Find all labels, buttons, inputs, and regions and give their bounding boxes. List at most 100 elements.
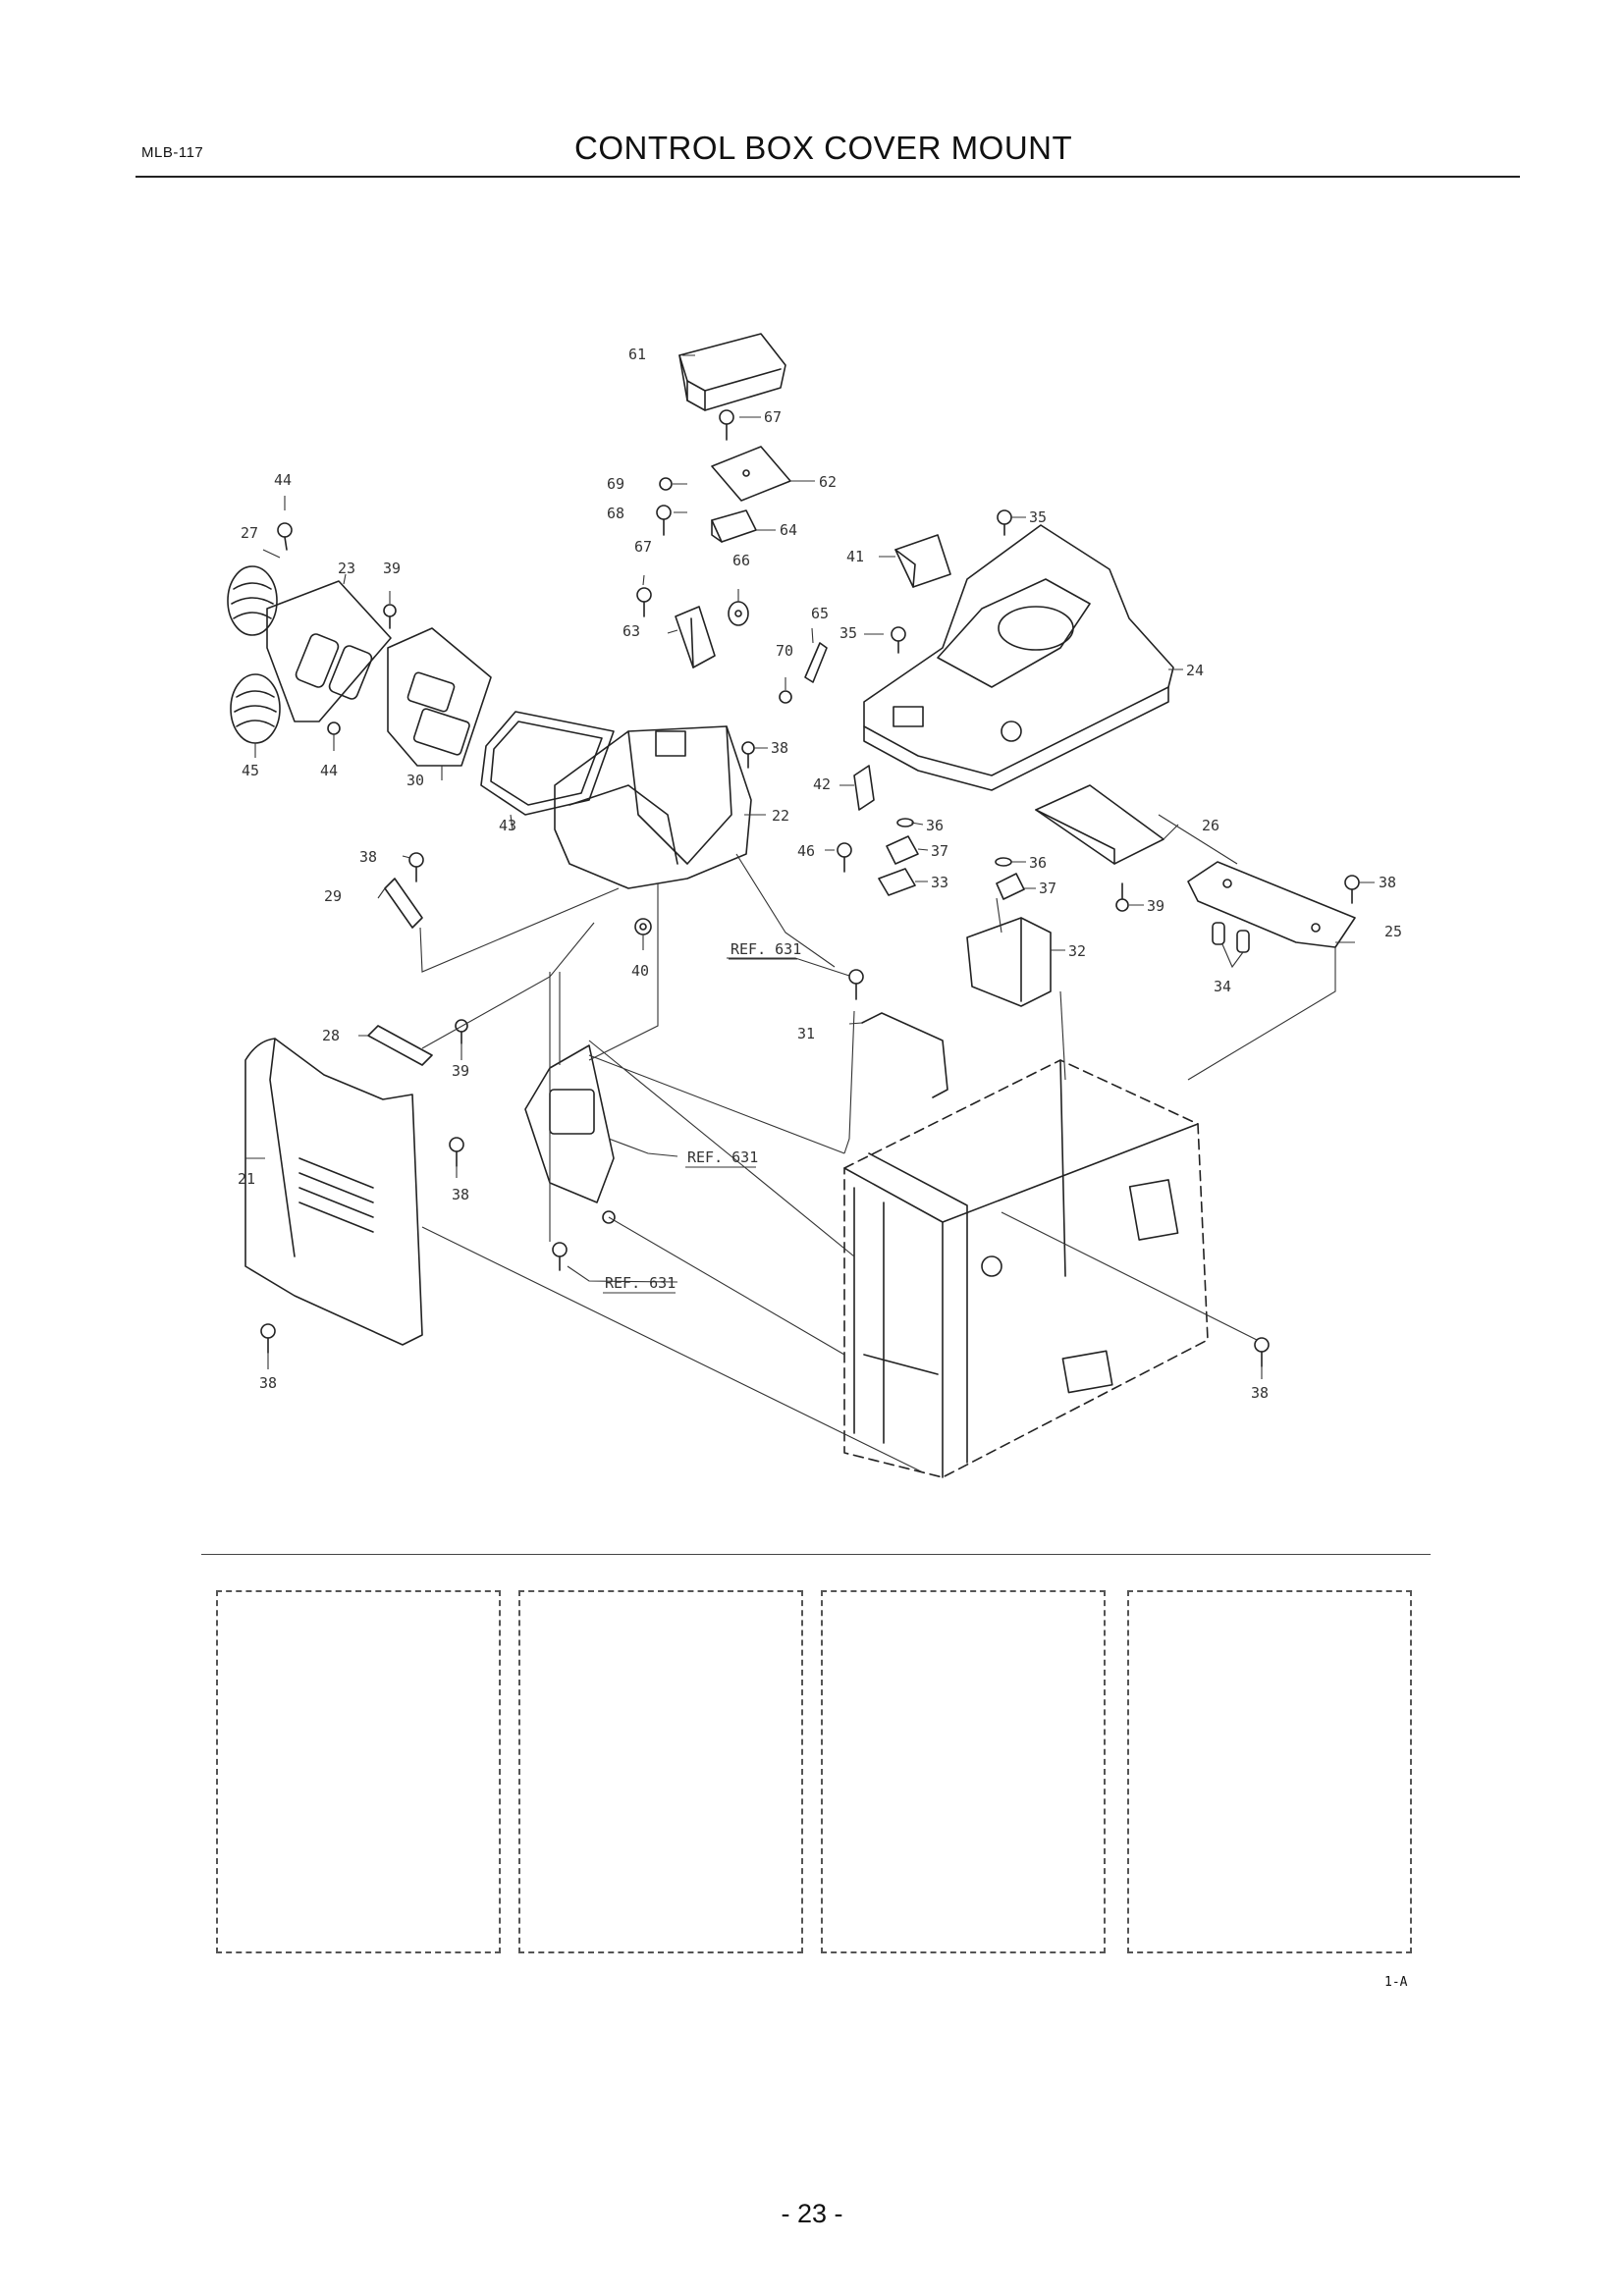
part-23-lever-plate (266, 580, 392, 722)
part-38-screw-side (449, 1137, 464, 1167)
part-40-bolt (634, 918, 652, 935)
part-33-bracket (878, 868, 916, 896)
callout-67: 67 (764, 408, 782, 426)
callout-67b: 67 (634, 538, 652, 556)
part-63-bracket (675, 606, 716, 668)
callout-44: 44 (274, 471, 292, 489)
part-24-main-cover (863, 524, 1174, 791)
page-number: - 23 - (781, 2199, 843, 2228)
callout-36a: 36 (926, 817, 944, 834)
part-44-knob-top (277, 522, 293, 551)
part-27-boot (227, 565, 278, 636)
part-35-screw-mid (891, 626, 906, 654)
part-45-boot (230, 673, 281, 744)
callout-ref631-b: REF. 631 (687, 1148, 758, 1166)
part-38-screw-right (1344, 875, 1360, 904)
callout-38d: 38 (452, 1186, 469, 1203)
part-69-washer (659, 477, 673, 491)
sheet-label: 1-A (1384, 1975, 1408, 1990)
part-70-nut (779, 690, 792, 704)
ref631-bolt-a (848, 969, 864, 1000)
part-29-bracket (384, 878, 423, 929)
part-28-bracket (367, 1025, 433, 1066)
callout-29: 29 (324, 887, 342, 905)
part-21-side-panel (244, 1038, 423, 1346)
callout-ref631-c: REF. 631 (605, 1274, 676, 1292)
part-67-screw-top (719, 409, 734, 441)
callout-35b: 35 (839, 624, 857, 642)
callout-32: 32 (1068, 942, 1086, 960)
part-64-bracket (711, 509, 757, 543)
callout-39c: 39 (452, 1062, 469, 1080)
callout-25: 25 (1384, 923, 1402, 940)
header-rule (135, 176, 1520, 178)
callout-45: 45 (242, 762, 259, 779)
part-31-bracket (861, 1012, 948, 1098)
blank-box-1 (216, 1590, 501, 1953)
blank-box-2 (518, 1590, 803, 1953)
blank-box-3 (821, 1590, 1106, 1953)
callout-62: 62 (819, 473, 837, 491)
callout-34: 34 (1214, 978, 1231, 995)
part-68-bolt (656, 505, 672, 536)
callout-37b: 37 (1039, 880, 1056, 897)
part-66-washer (728, 601, 749, 626)
callout-41: 41 (846, 548, 864, 565)
callout-22: 22 (772, 807, 789, 825)
part-41-cap (894, 534, 951, 588)
callout-65: 65 (811, 605, 829, 622)
callout-68: 68 (607, 505, 624, 522)
callout-46: 46 (797, 842, 815, 860)
callout-43: 43 (499, 817, 516, 834)
callout-40: 40 (631, 962, 649, 980)
part-39-screw-top (383, 604, 397, 629)
callout-42: 42 (813, 775, 831, 793)
callout-70: 70 (776, 642, 793, 660)
callout-33: 33 (931, 874, 948, 891)
part-37-clip-a (886, 835, 919, 865)
callout-64: 64 (780, 521, 797, 539)
part-35-screw-top (997, 509, 1012, 536)
main-frame (843, 1059, 1209, 1478)
callout-38a: 38 (771, 739, 788, 757)
callout-36b: 36 (1029, 854, 1047, 872)
callout-30: 30 (406, 772, 424, 789)
callout-31: 31 (797, 1025, 815, 1042)
callout-28: 28 (322, 1027, 340, 1044)
callout-35a: 35 (1029, 508, 1047, 526)
callout-38c: 38 (1379, 874, 1396, 891)
part-36-washer-b (995, 857, 1012, 867)
part-67-screw (636, 587, 652, 617)
callout-23: 23 (338, 560, 355, 577)
callout-66: 66 (732, 552, 750, 569)
part-38-screw-a (741, 741, 755, 769)
part-36-washer-a (896, 818, 914, 828)
part-39-screw-left (455, 1019, 468, 1044)
part-42-clip (853, 765, 875, 811)
part-38-screw-bottom-left (260, 1323, 276, 1354)
part-38-screw-frame (1254, 1337, 1270, 1367)
part-22-console (554, 725, 752, 889)
callout-21: 21 (238, 1170, 255, 1188)
part-65-pin (804, 642, 828, 683)
callout-38b: 38 (359, 848, 377, 866)
part-46-bolt (837, 842, 852, 873)
callout-24: 24 (1186, 662, 1204, 679)
callout-38e: 38 (259, 1374, 277, 1392)
part-26-bracket (1035, 784, 1164, 865)
callout-39: 39 (383, 560, 401, 577)
callout-37a: 37 (931, 842, 948, 860)
catalog-code: MLB-117 (141, 144, 204, 161)
part-39-screw-right (1115, 882, 1129, 912)
section-divider (201, 1554, 1431, 1555)
callout-26: 26 (1202, 817, 1219, 834)
part-30-mount-plate (387, 627, 492, 767)
callout-61: 61 (628, 346, 646, 363)
part-32-bracket (966, 917, 1052, 1007)
part-34-spacers (1212, 922, 1250, 953)
part-62-plate (711, 446, 791, 502)
callout-27: 27 (241, 524, 258, 542)
mounting-plate (524, 1044, 616, 1224)
callout-38f: 38 (1251, 1384, 1269, 1402)
